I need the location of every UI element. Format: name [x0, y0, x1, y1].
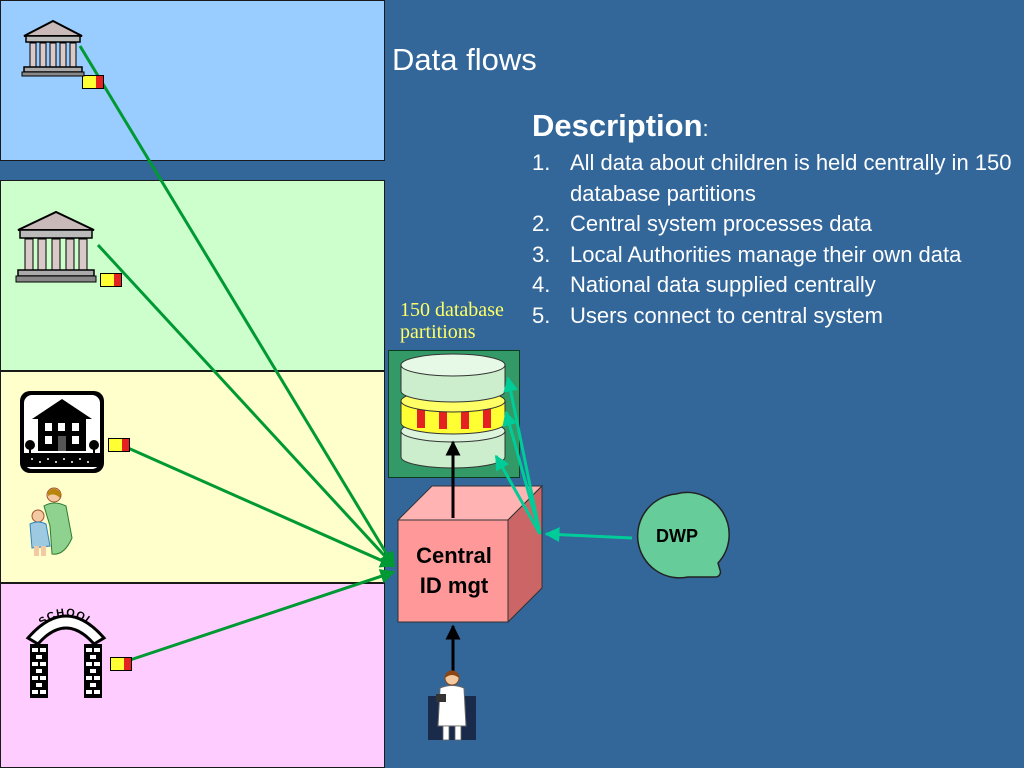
government-building-icon [21, 19, 85, 77]
item-text: All data about children is held centrall… [570, 150, 1012, 206]
doctor-icon [428, 670, 476, 741]
flow-line [96, 243, 396, 568]
item-text: Central system processes data [570, 211, 873, 236]
house-icon [20, 391, 104, 473]
item-text: National data supplied centrally [570, 272, 876, 297]
flow-line [78, 45, 396, 568]
central-label-line1: Central [416, 543, 492, 568]
flow-arrow [494, 454, 542, 535]
item-text: Users connect to central system [570, 302, 884, 328]
item-number: 2. [532, 211, 551, 236]
description-heading: Description [532, 108, 703, 143]
flow-line [127, 446, 396, 568]
flow-arrow [502, 410, 542, 535]
description-item: 4. National data supplied centrally [532, 270, 1012, 301]
description-item: 5. Users connect to central system [532, 301, 1012, 332]
item-number: 5. [532, 302, 551, 328]
data-flag-icon [82, 75, 104, 89]
description-list: 1. All data about children is held centra… [532, 148, 1012, 331]
data-flag-icon [110, 657, 132, 671]
central-id-box [396, 484, 544, 624]
item-text: Local Authorities manage their own data [570, 241, 962, 267]
item-number: 1. [532, 150, 551, 175]
dwp-shape [636, 491, 730, 579]
data-flag-icon [100, 273, 122, 287]
database-label: 150 database partitions [400, 299, 504, 343]
central-label-line2: ID mgt [419, 573, 489, 598]
central-id-label: Central ID mgt [398, 541, 510, 601]
flow-arrow [503, 376, 542, 535]
description-colon: : [702, 116, 709, 141]
item-number: 4. [532, 272, 551, 297]
flow-line [129, 569, 396, 662]
parent-child-icon [29, 487, 73, 556]
dwp-arrow [544, 527, 633, 543]
description-item: 3. Local Authorities manage their own dat… [532, 240, 1012, 271]
description-item: 1. All data about children is held centra… [532, 148, 1012, 209]
item-number: 3. [532, 241, 551, 267]
government-building-icon [15, 210, 97, 283]
dwp-label: DWP [656, 526, 698, 546]
slide-title: Data flows [392, 42, 537, 77]
data-flag-icon [108, 438, 130, 452]
school-arch-icon: SCHOOL [25, 607, 107, 698]
panel-school [0, 583, 385, 768]
description-item: 2. Central system processes data [532, 209, 1012, 240]
description-block: Description: 1. All data about children i… [532, 108, 1012, 331]
